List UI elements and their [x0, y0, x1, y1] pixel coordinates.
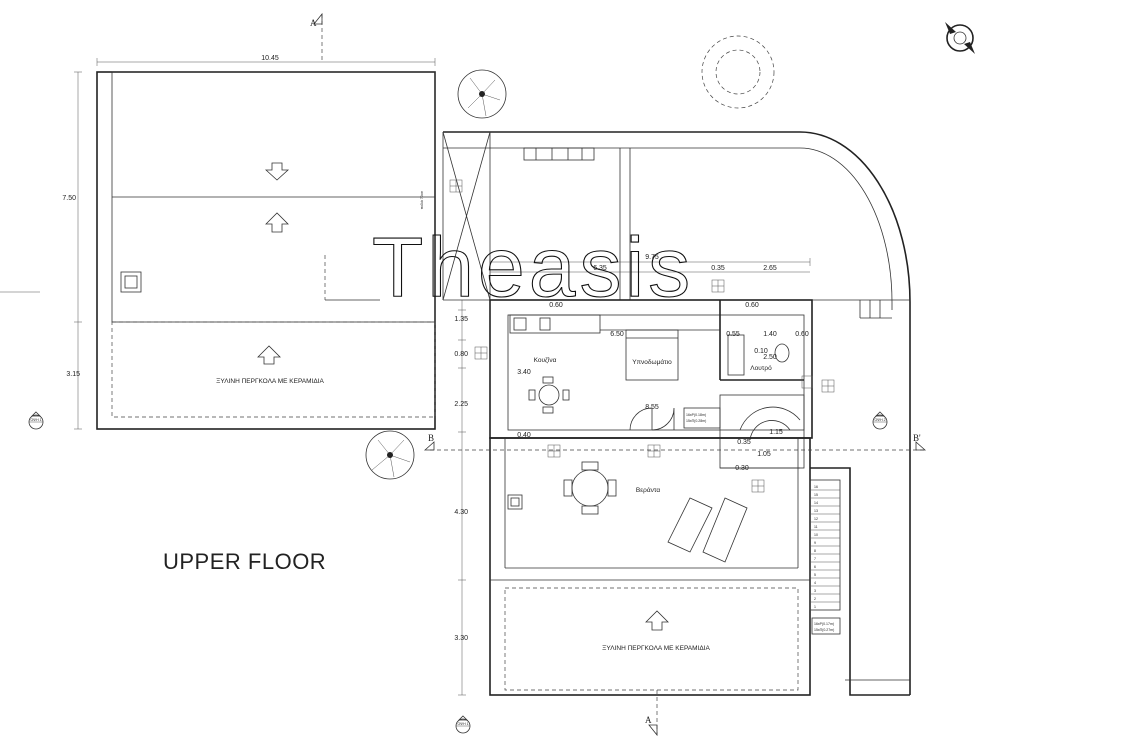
view-tags: ΟΨΗ 1 ΟΨΗ 2 ΟΨΗ 1	[28, 411, 888, 734]
stair-note-inner-b: 15xΠ(0.28m)	[686, 419, 706, 423]
outer-stair: 16 15 14 13 12 11 10 9 8 7 6 5 4 3 2 1 16xΡ(0.17m) 15xΠ…	[809, 467, 910, 696]
stair-step-number: 10	[814, 533, 818, 537]
dim-0-80: 0.80	[454, 351, 468, 358]
dim-7-50: 7.50	[62, 195, 76, 202]
window-tag-icon	[711, 279, 725, 293]
room-bath: Λουτρό	[750, 364, 772, 372]
stair-note-inner-a: 16xΡ(0.18m)	[686, 413, 706, 417]
veranda: Βεράντα ΞΥΛΙΝΗ ΠΕΡΓΚΟΛΑ ΜΕ ΚΕΡΑΜΙΔΙΑ	[489, 437, 811, 696]
tree-icon	[457, 69, 507, 119]
vertical-note: ποδιά 70cm	[420, 191, 424, 210]
section-a-top: A	[310, 18, 317, 28]
stair-note-outer-b: 15xΠ(0.27m)	[814, 628, 834, 632]
stair-step-number: 15	[814, 493, 818, 497]
stair-note-outer-a: 16xΡ(0.17m)	[814, 622, 834, 626]
stair-step-number: 2	[814, 597, 816, 601]
stair-step-number: 7	[814, 557, 816, 561]
watermark-brand: Theasis	[372, 220, 694, 314]
stair-step-number: 9	[814, 541, 816, 545]
house-walls: 16xΡ(0.18m) 15xΠ(0.28m) Κουζίνα Υπνοδωμά…	[489, 299, 813, 472]
dim-8-55: 8.55	[645, 404, 659, 411]
tree-icon	[701, 35, 775, 109]
dim-0-60-a: 0.60	[549, 302, 563, 309]
dim-0-10: 0.10	[754, 348, 768, 355]
stair-step-number: 4	[814, 581, 816, 585]
dim-4-30: 4.30	[454, 509, 468, 516]
dim-1-35: 1.35	[454, 316, 468, 323]
dim-3-30: 3.30	[454, 635, 468, 642]
dim-0-30: 0.30	[735, 465, 749, 472]
dim-1-40: 1.40	[763, 331, 777, 338]
stair-step-number: 3	[814, 589, 816, 593]
window-tag-icon	[547, 444, 561, 458]
dim-6-35: 6.35	[593, 265, 607, 272]
terrace-outline: 9.75 6.35 0.35 2.65	[442, 131, 911, 695]
dim-0-35-top: 0.35	[711, 265, 725, 272]
dim-0-55: 0.55	[726, 331, 740, 338]
view-tag-bottom: ΟΨΗ 1	[455, 715, 471, 734]
view-tag-right: ΟΨΗ 2	[872, 411, 888, 430]
window-tag-icon	[647, 444, 661, 458]
dim-2-25: 2.25	[454, 401, 468, 408]
view-tag-left-label: ΟΨΗ 1	[30, 418, 41, 422]
tree-icon	[365, 430, 415, 480]
section-marks: A A B B'	[310, 12, 927, 737]
stair-step-number: 8	[814, 549, 816, 553]
north-arrow-icon	[945, 22, 975, 54]
window-tag-icon	[751, 479, 765, 493]
room-bedroom: Υπνοδωμάτιο	[632, 358, 672, 366]
dim-1-05: 1.05	[757, 451, 771, 458]
stair-step-number: 6	[814, 565, 816, 569]
dim-3-15: 3.15	[66, 371, 80, 378]
stair-step-number: 13	[814, 509, 818, 513]
section-a-bottom: A	[645, 715, 652, 725]
window-tag-icon	[801, 375, 813, 389]
pergola-label-bottom: ΞΥΛΙΝΗ ΠΕΡΓΚΟΛΑ ΜΕ ΚΕΡΑΜΙΔΙΑ	[602, 645, 710, 652]
dim-2-50: 2.50	[763, 354, 777, 361]
stair-step-number: 11	[814, 525, 818, 529]
view-tag-left: ΟΨΗ 1	[28, 411, 44, 430]
dim-2-65: 2.65	[763, 265, 777, 272]
dim-0-35-stair: 0.35	[737, 439, 751, 446]
middle-dimensions: 1.35 0.80 2.25 4.30 3.30	[454, 300, 468, 696]
dim-9-75: 9.75	[645, 254, 659, 261]
view-tag-right-label: ΟΨΗ 2	[874, 418, 885, 422]
stair-step-number: 16	[814, 485, 818, 489]
floor-title: UPPER FLOOR	[163, 549, 326, 574]
dim-0-60-c: 0.60	[795, 331, 809, 338]
left-building-block: ΞΥΛΙΝΗ ΠΕΡΓΚΟΛΑ ΜΕ ΚΕΡΑΜΙΔΙΑ ποδιά 70cm	[96, 71, 436, 430]
dim-6-50: 6.50	[610, 331, 624, 338]
dim-10-45: 10.45	[261, 55, 279, 62]
stair-step-number: 5	[814, 573, 816, 577]
dim-0-40: 0.40	[517, 432, 531, 439]
window-tag-icon	[821, 379, 835, 393]
room-veranda: Βεράντα	[636, 486, 660, 494]
view-tag-bottom-label: ΟΨΗ 1	[457, 722, 468, 726]
window-tag-icon	[449, 179, 463, 193]
section-b-right: B'	[913, 433, 921, 443]
dim-1-15: 1.15	[769, 429, 783, 436]
left-dimensions: 10.45 7.50 3.15	[0, 55, 436, 430]
stair-step-number: 12	[814, 517, 818, 521]
window-tag-icon	[474, 346, 488, 360]
section-b-left: B	[428, 433, 434, 443]
dim-0-60-b: 0.60	[745, 302, 759, 309]
pergola-label-top: ΞΥΛΙΝΗ ΠΕΡΓΚΟΛΑ ΜΕ ΚΕΡΑΜΙΔΙΑ	[216, 378, 324, 385]
window-tags	[449, 179, 835, 493]
stair-step-number: 1	[814, 605, 816, 609]
room-kitchen: Κουζίνα	[534, 356, 557, 364]
stair-step-number: 14	[814, 501, 818, 505]
dim-3-40: 3.40	[517, 369, 531, 376]
